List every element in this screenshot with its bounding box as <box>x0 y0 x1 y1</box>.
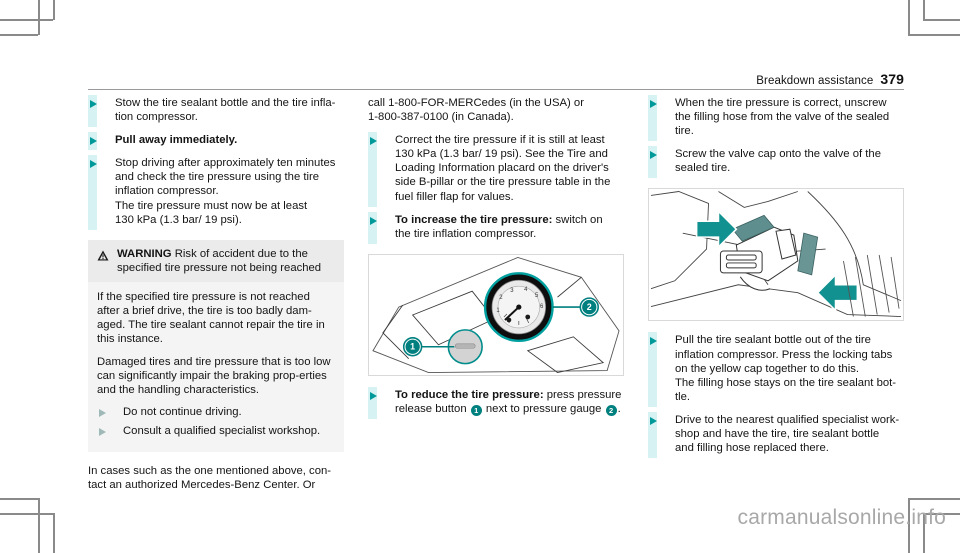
svg-text:2: 2 <box>587 302 592 312</box>
warning-label: WARNING <box>117 247 172 260</box>
warning-triangle-icon <box>97 248 109 266</box>
warning-paragraph: Damaged tires and tire pressure that is … <box>97 355 331 396</box>
compressor-illustration: 2 3 4 5 6 1 <box>372 256 620 373</box>
inline-badge-1: 1 <box>470 404 482 416</box>
warning-paragraph: If the specified tire pressure is not re… <box>97 291 325 346</box>
bullet-arrow-icon <box>99 408 106 417</box>
svg-text:6: 6 <box>540 304 544 310</box>
svg-text:1: 1 <box>496 308 500 314</box>
list-item: Do not continue driving. <box>97 405 335 419</box>
header-section-title-group: Breakdown assistance 379 <box>756 71 904 87</box>
list-item-text: Pull the tire sealant bottle out of the … <box>675 334 897 403</box>
svg-text:4: 4 <box>524 287 528 293</box>
list-item: Screw the valve cap onto the valve of th… <box>648 146 904 179</box>
locking-tabs-illustration <box>650 191 902 318</box>
column-middle: call 1-800-FOR-MERCedes (in the USA) or … <box>368 96 624 425</box>
warning-title: Risk of accident due to the specified ti… <box>117 247 322 274</box>
column-left: Stow the tire sealant bottle and the tir… <box>88 94 344 492</box>
vent-fins <box>843 255 900 318</box>
tire-inflation-compressor-gauge-figure: 2 3 4 5 6 1 <box>368 253 624 376</box>
bullet-arrow-icon <box>650 100 657 108</box>
list-item-text: To reduce the tire pressure: press press… <box>395 388 624 416</box>
page-number: 379 <box>880 71 904 87</box>
bullet-arrow-icon <box>90 100 97 108</box>
inline-badge-2: 2 <box>605 404 617 416</box>
list-item: Stow the tire sealant bottle and the tir… <box>88 94 344 128</box>
list-item: Drive to the nearest qualified specialis… <box>648 411 904 459</box>
bullet-arrow-icon <box>650 151 657 160</box>
press-arrow-right-icon <box>816 273 859 313</box>
column-right: When the tire pressure is correct, unscr… <box>648 94 904 464</box>
bullet-arrow-icon <box>370 137 377 146</box>
list-item: When the tire pressure is correct, unscr… <box>648 94 904 142</box>
locking-tabs-press-figure <box>648 188 904 322</box>
list-item-text: Screw the valve cap onto the valve of th… <box>675 148 881 175</box>
bullet-arrow-icon <box>99 427 106 436</box>
pressure-gauge: 2 3 4 5 6 1 <box>483 271 554 342</box>
list-item: Stop driving after approximately ten min… <box>88 155 344 231</box>
svg-text:5: 5 <box>535 293 539 299</box>
locking-tab-left <box>731 215 775 243</box>
list-item: Consult a qualified specialist workshop. <box>97 424 335 438</box>
callout-badge-2: 2 <box>579 297 599 317</box>
warning-box-header: WARNING Risk of accident due to the spec… <box>88 239 344 283</box>
list-item-text: Pull away immediately. <box>115 134 238 147</box>
list-item-text: Drive to the nearest qualified specialis… <box>675 413 900 455</box>
svg-text:2: 2 <box>499 295 502 301</box>
page-header: Breakdown assistance 379 <box>88 66 904 90</box>
svg-text:3: 3 <box>510 288 514 294</box>
callout-badge-1: 1 <box>402 336 423 357</box>
list-item-text: Stop driving after approximately ten min… <box>115 157 336 226</box>
bullet-arrow-icon <box>370 216 377 225</box>
tail-paragraph: In cases such as the one mentioned above… <box>88 465 332 492</box>
bullet-arrow-icon <box>90 160 97 169</box>
list-item-rest-1: press pressure release button <box>395 388 622 415</box>
press-arrow-left-icon <box>695 209 738 250</box>
bullet-arrow-icon <box>370 391 377 400</box>
locking-tab-right <box>797 233 819 276</box>
continuation-paragraph: call 1-800-FOR-MERCedes (in the USA) or … <box>368 97 584 124</box>
watermark: carmanualsonline.info <box>737 506 946 529</box>
warning-header-text: WARNING Risk of accident due to the spec… <box>117 247 335 275</box>
warning-box-body: If the specified tire pressure is not re… <box>88 282 344 452</box>
list-item: Pull away immediately. <box>88 132 344 151</box>
header-rule <box>88 89 904 90</box>
bullet-arrow-icon <box>90 137 97 146</box>
svg-text:1: 1 <box>410 342 415 352</box>
header-section-title: Breakdown assistance <box>756 75 874 87</box>
bullet-arrow-icon <box>650 416 657 425</box>
bullet-arrow-icon <box>650 337 657 346</box>
list-item: To increase the tire pressure: switch on… <box>368 211 624 245</box>
list-item: Pull the tire sealant bottle out of the … <box>648 332 904 408</box>
list-item-lead: To reduce the tire pressure: <box>395 388 544 401</box>
list-item-text: Correct the tire pressure if it is still… <box>395 134 611 203</box>
list-item: Correct the tire pressure if it is still… <box>368 132 624 208</box>
list-item-text: To increase the tire pressure: switch on… <box>395 213 624 241</box>
list-item-rest: switch on the tire inflation compressor. <box>395 213 603 240</box>
warning-box: WARNING Risk of accident due to the spec… <box>88 239 344 452</box>
list-item: To reduce the tire pressure: press press… <box>368 386 624 420</box>
list-item-text: Stow the tire sealant bottle and the tir… <box>115 97 336 124</box>
list-item-rest-2: next to pressure gauge <box>482 402 605 415</box>
list-item-rest-3: . <box>617 402 621 415</box>
list-item-text: When the tire pressure is correct, unscr… <box>675 97 890 138</box>
list-item-text: Consult a qualified specialist workshop. <box>123 424 321 437</box>
list-item-lead: To increase the tire pressure: <box>395 213 553 226</box>
list-item-text: Do not continue driving. <box>123 405 242 418</box>
